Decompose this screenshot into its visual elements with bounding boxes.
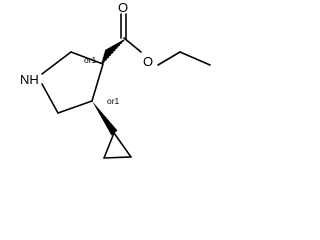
bond-c5-n1 xyxy=(41,83,59,114)
bond-c4-c5 xyxy=(57,100,93,114)
bold-wedge-bond-c4-cyclopropyl xyxy=(92,101,118,136)
stereo-label-c4: or1 xyxy=(107,96,120,106)
stereo-label-c3: or1 xyxy=(84,55,97,65)
bond-n1-c2 xyxy=(41,51,72,75)
atom-carbonyl-oxygen-label: O xyxy=(118,0,128,15)
ester-group xyxy=(120,13,211,66)
bond-carbonyl-c-ester-o xyxy=(123,37,142,53)
bond-ester-o-ch2 xyxy=(157,51,181,66)
atom-ester-oxygen-label: O xyxy=(143,54,153,69)
bond-ch2-ch3 xyxy=(179,51,211,66)
atom-nitrogen-label: NH xyxy=(20,72,39,87)
chemical-structure: NH O O or1 or1 xyxy=(20,0,211,159)
bond-cp1-cp2 xyxy=(103,132,115,159)
bond-cp2-cp3 xyxy=(103,156,132,159)
bond-cp3-cp1 xyxy=(113,132,132,158)
bond-c2-c3 xyxy=(70,51,104,65)
hashed-wedge-bond-c3-ester xyxy=(101,39,125,64)
pyrrolidine-ring xyxy=(41,51,104,114)
cyclopropyl-ring xyxy=(103,132,132,159)
bond-c3-c4 xyxy=(91,63,104,102)
